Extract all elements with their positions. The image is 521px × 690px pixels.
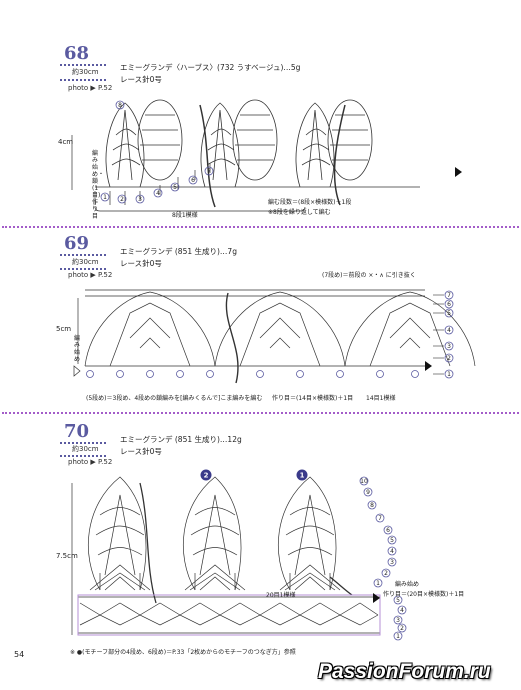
section-divider [2, 412, 519, 414]
section-divider [2, 226, 519, 228]
svg-text:3: 3 [396, 617, 400, 624]
photo-ref: photo ▶ P.52 [68, 271, 113, 279]
svg-text:3: 3 [138, 196, 142, 203]
svg-text:7: 7 [378, 515, 382, 522]
svg-text:7: 7 [207, 168, 211, 175]
photo-ref: photo ▶ P.52 [68, 84, 113, 92]
repeat-label: 14目1模様 [366, 395, 396, 402]
rows-note: 編む段数＝(8段×模様数)＋1段 [268, 199, 352, 206]
svg-text:4: 4 [156, 190, 160, 197]
row5-note: (5段め)＝3段め、4段めの鎖編みを[編みくるんで]こま編みを編む [86, 395, 263, 402]
svg-text:1: 1 [396, 633, 400, 640]
svg-text:3: 3 [390, 559, 394, 566]
page-number: 54 [14, 650, 25, 659]
svg-text:2: 2 [400, 625, 404, 632]
start-note: 編み始め [395, 581, 420, 588]
stitch-count: 作り目＝(14目×模様数)＋1目 [272, 395, 354, 402]
yarn-info: エミーグランデ (851 生成り)…12g [120, 435, 242, 444]
svg-text:10: 10 [360, 478, 368, 485]
pattern-number: 69 [64, 233, 90, 254]
svg-text:2: 2 [447, 355, 451, 362]
height-label: 5cm [56, 325, 72, 333]
stitch-count: 作り目＝(20目×模様数)＋1目 [383, 591, 465, 598]
svg-text:6: 6 [191, 177, 195, 184]
length-label: 約30cm [72, 258, 99, 266]
pattern-70-chart: 2 1 10 9 8 7 6 5 4 3 2 1 5 4 3 2 1 [71, 469, 407, 641]
yarn-info: エミーグランデ〈ハーブス〉(732 うすベージュ)…5g [120, 63, 301, 72]
svg-text:5: 5 [447, 310, 451, 317]
svg-text:1: 1 [447, 371, 451, 378]
svg-text:2: 2 [204, 472, 209, 480]
pattern-number: 68 [64, 43, 90, 64]
watermark: PassionForum.ru [318, 660, 491, 683]
svg-text:4: 4 [390, 548, 394, 555]
yarn-info: エミーグランデ (851 生成り)…7g [120, 247, 237, 256]
svg-text:7: 7 [447, 292, 451, 299]
dotted-rule [60, 79, 106, 81]
length-label: 約30cm [72, 445, 99, 453]
dotted-rule [60, 442, 106, 444]
start-note: 編み始め・鎖(1目)作り目 [92, 150, 105, 220]
svg-text:4: 4 [447, 327, 451, 334]
pattern-number: 70 [64, 421, 90, 442]
dotted-rule [60, 254, 106, 256]
svg-text:5: 5 [396, 597, 400, 604]
needle-info: レース針0号 [120, 447, 162, 456]
svg-text:2: 2 [120, 196, 124, 203]
dotted-rule [60, 455, 106, 457]
svg-text:4: 4 [400, 607, 404, 614]
length-label: 約30cm [72, 68, 99, 76]
svg-text:6: 6 [386, 527, 390, 534]
svg-text:5: 5 [173, 184, 177, 191]
pattern-69-chart: 7 6 5 4 3 2 1 [73, 289, 476, 384]
dotted-rule [60, 64, 106, 66]
svg-text:2: 2 [384, 570, 388, 577]
dotted-rule [60, 268, 106, 270]
svg-text:3: 3 [447, 343, 451, 350]
photo-ref: photo ▶ P.52 [68, 458, 113, 466]
svg-text:1: 1 [300, 472, 305, 480]
svg-text:1: 1 [103, 194, 107, 201]
svg-text:5: 5 [390, 537, 394, 544]
footnote: ※ ●(モチーフ部分の4段め、6段め)＝P.33「2枚めからのモチーフのつなぎ方… [70, 649, 296, 656]
svg-text:1: 1 [376, 580, 380, 587]
svg-text:8: 8 [370, 502, 374, 509]
needle-info: レース針0号 [120, 75, 162, 84]
svg-text:6: 6 [447, 301, 451, 308]
svg-text:9: 9 [366, 489, 370, 496]
height-label: 4cm [58, 138, 74, 146]
repeat-label: 8段1模様 [172, 212, 198, 219]
height-label: 7.5cm [56, 552, 78, 560]
needle-info: レース針0号 [120, 259, 162, 268]
pattern-68-chart: 1 2 3 4 5 6 7 8 [71, 99, 462, 212]
repeat-note: ※8段を繰り返して編む [268, 209, 331, 216]
row7-note: (7段め)＝前段の ×・∧ に引き抜く [322, 272, 416, 279]
svg-text:8: 8 [118, 102, 122, 109]
repeat-label: 20目1模様 [266, 592, 296, 599]
start-note: 編み始め [74, 335, 81, 363]
